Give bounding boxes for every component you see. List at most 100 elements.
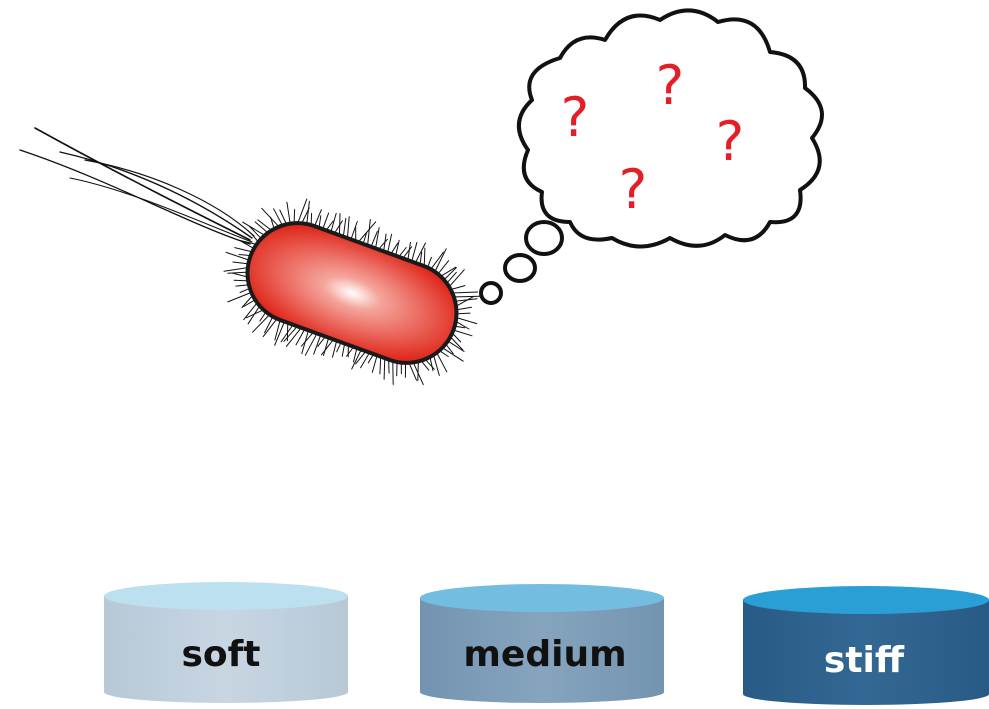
pilus [379, 358, 382, 375]
pilus [318, 215, 322, 227]
pilus [353, 349, 357, 363]
pilus [453, 334, 462, 343]
substrate-soft: soft [104, 582, 348, 703]
pilus [371, 230, 378, 246]
pilus [326, 220, 334, 230]
pilus [238, 254, 250, 256]
pilus [313, 336, 321, 355]
pilus [262, 319, 277, 338]
pilus [419, 251, 423, 263]
pilus [457, 317, 478, 325]
pilus [359, 221, 377, 241]
pilus [395, 239, 400, 255]
pilus [339, 213, 341, 234]
pilus [387, 233, 393, 252]
pilus [415, 242, 426, 262]
pilus [351, 221, 358, 238]
pilus [227, 292, 250, 303]
question-mark-1: ? [561, 86, 590, 149]
pilus [413, 363, 424, 386]
pilus [452, 285, 466, 290]
question-mark-4: ? [619, 158, 648, 221]
pilus [317, 337, 325, 347]
pilus [227, 271, 246, 274]
pilus [300, 333, 313, 347]
pilus [379, 238, 388, 249]
pilus [240, 240, 255, 245]
substrate-medium-label: medium [463, 634, 626, 675]
pilus [295, 330, 305, 346]
pilus [248, 225, 261, 238]
pilus [343, 217, 347, 236]
pilus [371, 356, 378, 373]
pilus [320, 340, 333, 356]
pilus [234, 247, 251, 252]
pilus [458, 312, 471, 315]
pilus [363, 232, 368, 243]
pilus [454, 291, 479, 294]
pilus [346, 348, 353, 357]
pili [223, 198, 481, 386]
pilus [235, 284, 248, 287]
pilus [422, 361, 430, 371]
question-mark-3: ? [716, 110, 745, 173]
flagella [19, 127, 255, 245]
pilus [440, 351, 449, 357]
pilus [241, 296, 252, 308]
pilus [273, 208, 282, 225]
pilus [403, 246, 413, 258]
pilus [298, 198, 308, 222]
pilus [427, 256, 432, 267]
pilus [283, 327, 297, 342]
pilus [257, 219, 271, 230]
pilus [355, 352, 365, 365]
pilus [411, 242, 418, 261]
pilus [242, 221, 264, 235]
pilus [254, 221, 267, 232]
pilus [426, 360, 435, 370]
pilus [435, 248, 447, 271]
pilus [457, 295, 475, 306]
pilus [330, 212, 337, 231]
pilus [367, 219, 371, 244]
pilus [332, 342, 337, 358]
pilus [360, 353, 369, 369]
pilus [233, 279, 247, 282]
pilus [391, 242, 399, 253]
pilus [446, 345, 454, 355]
pilus [457, 306, 472, 310]
substrate-stiff-top [743, 586, 989, 614]
substrate-medium-top [420, 584, 664, 612]
pilus [423, 247, 426, 265]
substrate-soft-top [104, 582, 348, 610]
pilus [335, 220, 343, 233]
pilus [225, 251, 248, 260]
pilus [407, 241, 411, 259]
pilus [306, 200, 310, 223]
pilus [351, 350, 361, 370]
pilus [375, 227, 380, 247]
pilus [280, 325, 293, 343]
pilus [252, 315, 269, 333]
bacterium-body [245, 221, 459, 365]
substrate-medium-side [420, 598, 664, 703]
pilus [441, 266, 457, 276]
pilus [450, 269, 465, 286]
pilus [261, 207, 278, 226]
thought-dot-small [479, 281, 503, 305]
pilus [447, 271, 457, 283]
pilus [304, 334, 317, 356]
pilus [259, 313, 266, 322]
pilus [409, 364, 417, 381]
pilus [455, 295, 481, 298]
pilus [285, 328, 301, 347]
question-mark-2: ? [656, 54, 685, 117]
pilus [383, 233, 387, 250]
pilus [367, 355, 374, 364]
pilus [239, 288, 249, 293]
pilus [232, 272, 247, 277]
substrate-soft-label: soft [181, 634, 260, 675]
pilus [223, 267, 247, 272]
substrate-stiff-side [743, 600, 989, 705]
